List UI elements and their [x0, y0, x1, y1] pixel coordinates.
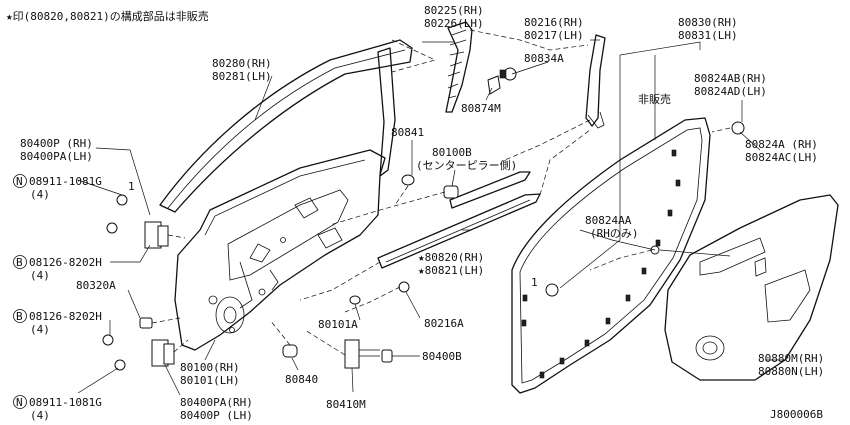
- label-qty-b: (4): [30, 269, 50, 282]
- bolt-top-08911: [116, 194, 128, 206]
- label-80216a: 80216A: [424, 317, 464, 330]
- plug-80101a: [349, 295, 361, 305]
- bolt-top-08126: [106, 222, 118, 234]
- circle-b-top: B: [16, 256, 23, 269]
- clip-80874m: [487, 75, 501, 95]
- label-80217: 80217(LH): [524, 29, 584, 42]
- clip-80824aa: [545, 283, 559, 297]
- outer-seal-80225: [445, 21, 473, 113]
- label-08126-bot: 08126-8202H: [29, 310, 102, 323]
- header-note: ★印(80820,80821)の構成部品は非販売: [6, 9, 209, 23]
- label-80824ab: 80824AB(RH): [694, 72, 767, 85]
- label-80400pa-bot: 80400PA(RH): [180, 396, 253, 409]
- label-80831: 80831(LH): [678, 29, 738, 42]
- label-center-pillar: (センターピラー側): [416, 159, 517, 172]
- assembly-lines: [151, 29, 731, 356]
- part-labels: 80225(RH) 80226(LH) 80216(RH) 80217(LH) …: [20, 4, 824, 422]
- label-qty-c: (4): [30, 323, 50, 336]
- label-num-1-right: 1: [531, 276, 538, 289]
- cap-80840: [282, 344, 298, 358]
- label-80824a: 80824A (RH): [745, 138, 818, 151]
- label-80216: 80216(RH): [524, 16, 584, 29]
- door-sash-molding: [159, 39, 413, 213]
- label-80874m: 80874M: [461, 102, 501, 115]
- label-80400p-bot: 80400P (LH): [180, 409, 253, 422]
- label-80824ad: 80824AD(LH): [694, 85, 767, 98]
- label-80100b: 80100B: [432, 146, 472, 159]
- grommet-80841: [401, 174, 415, 186]
- bumper-80100b: [443, 185, 459, 199]
- label-80280: 80280(RH): [212, 57, 272, 70]
- upper-hinge: [144, 221, 169, 249]
- label-qty-a: (4): [30, 188, 50, 201]
- label-80320a: 80320A: [76, 279, 116, 292]
- label-80824aa: 80824AA: [585, 214, 632, 227]
- label-80840: 80840: [285, 373, 318, 386]
- drawing-code: J800006B: [770, 408, 823, 421]
- label-qty-d: (4): [30, 409, 50, 422]
- label-80400b: 80400B: [422, 350, 462, 363]
- label-80400p-top: 80400P (RH): [20, 137, 93, 150]
- outside-molding-80820: [377, 171, 541, 269]
- striker-80320a: [139, 317, 153, 329]
- label-80101: 80101(LH): [180, 374, 240, 387]
- label-08911-bot: 08911-1081G: [29, 396, 102, 409]
- label-80821: ★80821(LH): [418, 264, 484, 277]
- circle-symbols: N B B N: [13, 174, 27, 409]
- pin-80400b: [381, 349, 393, 363]
- label-80830: 80830(RH): [678, 16, 738, 29]
- check-link-80410m: [344, 339, 380, 369]
- circle-n-bot: N: [16, 396, 23, 409]
- label-rh-only: (RHのみ): [590, 227, 639, 240]
- label-80226: 80226(LH): [424, 17, 484, 30]
- label-80281: 80281(LH): [212, 70, 272, 83]
- leader-lines: [77, 39, 785, 396]
- label-08126-top: 08126-8202H: [29, 256, 102, 269]
- label-80820: ★80820(RH): [418, 251, 484, 264]
- door-inner-panel: [174, 149, 386, 351]
- label-80410m: 80410M: [326, 398, 366, 411]
- label-80101a: 80101A: [318, 318, 358, 331]
- clip-80824ab: [731, 121, 745, 135]
- label-80225: 80225(RH): [424, 4, 484, 17]
- bolt-bot-08126: [102, 334, 114, 346]
- circle-b-bot: B: [16, 310, 23, 323]
- label-80841: 80841: [391, 126, 424, 139]
- label-80880m: 80880M(RH): [758, 352, 824, 365]
- bolt-bot-08911: [114, 359, 126, 371]
- circle-n-top: N: [16, 175, 23, 188]
- lower-hinge: [151, 339, 175, 367]
- label-80834a: 80834A: [524, 52, 564, 65]
- rear-sash-80216: [585, 34, 606, 129]
- label-08911-top: 08911-1081G: [29, 175, 102, 188]
- clip-80834a: [499, 67, 517, 81]
- label-80880n: 80880N(LH): [758, 365, 824, 378]
- label-80100: 80100(RH): [180, 361, 240, 374]
- door-trim-panel: [664, 194, 839, 381]
- label-80400pa-top: 80400PA(LH): [20, 150, 93, 163]
- door-weatherstrip: [511, 117, 711, 394]
- label-hihanbai: 非販売: [638, 93, 671, 106]
- label-num-1-top: 1: [128, 180, 135, 193]
- clip-80216a: [398, 281, 410, 293]
- label-80824ac: 80824AC(LH): [745, 151, 818, 164]
